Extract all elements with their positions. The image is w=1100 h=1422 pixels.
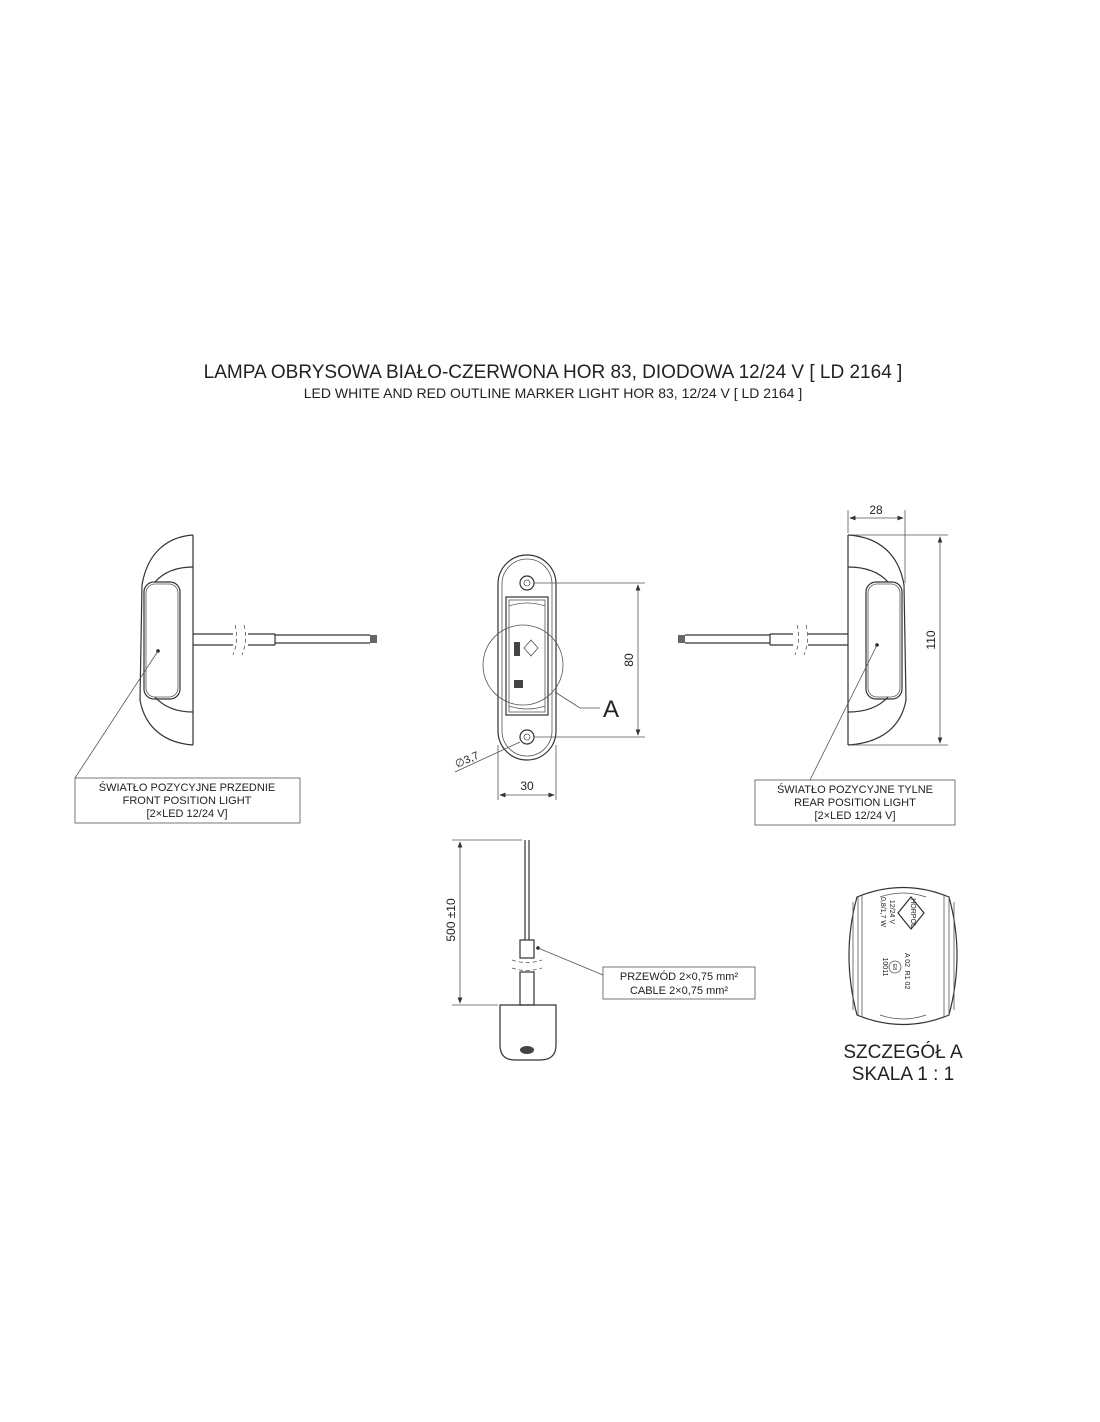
svg-text:ŚWIATŁO POZYCYJNE PRZEDNIE: ŚWIATŁO POZYCYJNE PRZEDNIE [99, 781, 275, 794]
detail-marker-label: A [603, 696, 619, 723]
dimension-110: 110 [924, 630, 938, 649]
dimension-hole-diameter: ∅3,7 [453, 750, 481, 771]
cable-view: 500 ±10 [444, 839, 604, 1061]
dimension-80: 80 [622, 653, 636, 667]
rear-side-view: 28 110 [678, 503, 948, 781]
svg-text:R1 02: R1 02 [903, 971, 910, 990]
svg-text:CABLE 2×0,75 mm²: CABLE 2×0,75 mm² [630, 985, 728, 997]
rear-position-light-label: ŚWIATŁO POZYCYJNE TYLNE REAR POSITION LI… [754, 779, 956, 826]
title-pl: LAMPA OBRYSOWA BIAŁO-CZERWONA HOR 83, DI… [204, 362, 903, 383]
front-view: A 80 30 ∅3,7 [453, 554, 645, 800]
svg-text:0,8/1,7 W: 0,8/1,7 W [879, 897, 886, 927]
svg-text:ŚWIATŁO POZYCYJNE TYLNE: ŚWIATŁO POZYCYJNE TYLNE [777, 783, 933, 796]
cable-label: PRZEWÓD 2×0,75 mm² CABLE 2×0,75 mm² [602, 966, 756, 1000]
detail-scale: SKALA 1 : 1 [852, 1064, 954, 1085]
detail-caption: SZCZEGÓŁ A [843, 1041, 963, 1063]
front-position-light-label: ŚWIATŁO POZYCYJNE PRZEDNIE FRONT POSITIO… [74, 777, 301, 824]
svg-text:10011: 10011 [881, 958, 888, 977]
svg-text:A 02: A 02 [903, 953, 910, 967]
svg-text:E8: E8 [891, 964, 897, 970]
detail-a: HORPOL 12/24 V 0,8/1,7 W E8 10011 A 02 R… [843, 886, 963, 1085]
svg-text:PRZEWÓD 2×0,75 mm²: PRZEWÓD 2×0,75 mm² [620, 970, 739, 983]
dimension-28: 28 [869, 503, 883, 517]
svg-text:12/24 V: 12/24 V [888, 900, 895, 924]
svg-text:FRONT POSITION LIGHT: FRONT POSITION LIGHT [123, 795, 252, 807]
title-en: LED WHITE AND RED OUTLINE MARKER LIGHT H… [304, 385, 802, 401]
svg-text:HORPOL: HORPOL [909, 898, 916, 928]
svg-text:REAR POSITION LIGHT: REAR POSITION LIGHT [794, 797, 916, 809]
dimension-30: 30 [520, 779, 534, 793]
svg-text:[2×LED 12/24 V]: [2×LED 12/24 V] [814, 810, 895, 822]
svg-text:[2×LED 12/24 V]: [2×LED 12/24 V] [146, 808, 227, 820]
dimension-cable-length: 500 ±10 [444, 898, 458, 942]
front-side-view [74, 534, 377, 779]
